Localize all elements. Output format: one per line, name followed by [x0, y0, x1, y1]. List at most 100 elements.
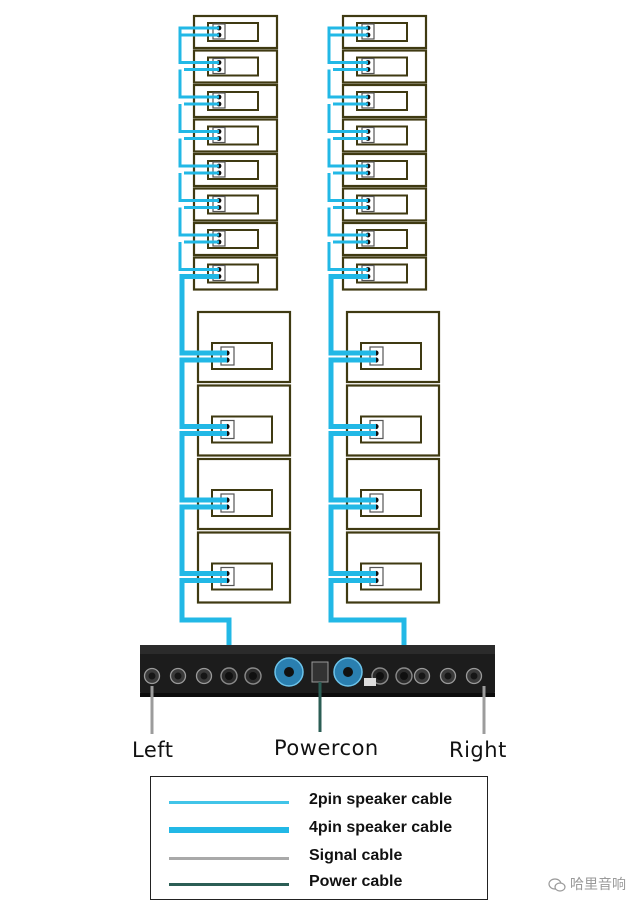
- cabinet-outline: [196, 457, 292, 531]
- left-large-cabinet: [196, 531, 292, 604]
- cabinet-outline: [341, 256, 428, 291]
- left-4pin-chain: [179, 274, 227, 611]
- powercon-inlet: [311, 661, 329, 683]
- cabinet-panel: [356, 263, 408, 284]
- xlr-connector-core: [444, 672, 452, 680]
- cabinet-outline: [345, 531, 441, 604]
- cabinet-panel: [207, 22, 259, 42]
- watermark-text: 哈里音响: [570, 877, 626, 893]
- left-small-cabinet: [192, 118, 279, 153]
- xlr-connector-core: [174, 672, 182, 680]
- cabinet-panel: [207, 56, 259, 77]
- speakon-output-core: [400, 672, 408, 680]
- speakon-output-core: [225, 672, 233, 680]
- cabinet-outline: [192, 83, 279, 119]
- cabinet-panel: [207, 229, 259, 249]
- cabinet-outline: [196, 384, 292, 457]
- label-pointer-lines: [150, 682, 486, 734]
- cabinet-outline: [341, 83, 428, 119]
- cabinet-panel: [360, 562, 422, 591]
- cooling-fan-hub: [284, 667, 294, 677]
- legend-label-power: Power cable: [309, 873, 403, 890]
- wechat-icon: [548, 878, 566, 892]
- legend-item-power: Power cable: [151, 871, 487, 897]
- cabinet-outline: [192, 221, 279, 257]
- speakon-output-core: [249, 672, 257, 680]
- legend-swatch-2pin: [169, 801, 289, 804]
- left-small-cabinet: [192, 83, 279, 119]
- powercon-label: Powercon: [274, 736, 379, 760]
- cabinet-outline: [341, 118, 428, 153]
- legend-swatch-signal: [169, 857, 289, 860]
- speakon-output-core: [376, 672, 384, 680]
- cabinet-panel: [211, 342, 273, 370]
- cabinet-panel: [360, 342, 422, 370]
- right-small-cabinet: [341, 118, 428, 153]
- left-small-cabinet: [192, 221, 279, 257]
- cabinet-outline: [192, 187, 279, 222]
- cabinet-panel: [360, 489, 422, 517]
- legend-label-4pin: 4pin speaker cable: [309, 819, 453, 836]
- cabinet-outline: [192, 256, 279, 291]
- legend-label-2pin: 2pin speaker cable: [309, 791, 453, 808]
- cabinet-outline: [345, 310, 441, 384]
- cabinet-outline: [341, 49, 428, 84]
- cabinet-outline: [196, 531, 292, 604]
- right-4pin-chain: [328, 274, 376, 611]
- xlr-connector-core: [200, 672, 208, 680]
- right-large-cabinet: [345, 310, 441, 384]
- right-small-cabinet: [341, 49, 428, 84]
- legend-swatch-4pin: [169, 827, 289, 833]
- legend-swatch-power: [169, 883, 289, 886]
- speaker-cables: [178, 26, 407, 676]
- legend-item-2pin: 2pin speaker cable: [151, 789, 487, 815]
- right-small-cabinet: [341, 152, 428, 188]
- xlr-connector-core: [470, 672, 478, 680]
- left-small-cabinet: [192, 187, 279, 222]
- left-2pin-chain: [178, 26, 219, 278]
- right-small-cabinet: [341, 256, 428, 291]
- watermark: 哈里音响: [548, 874, 626, 894]
- right-large-cabinet: [345, 457, 441, 531]
- left-speaker-array: [192, 14, 292, 604]
- right-label: Right: [449, 738, 507, 762]
- right-small-cabinet: [341, 14, 428, 50]
- left-small-cabinet: [192, 49, 279, 84]
- legend-label-signal: Signal cable: [309, 847, 403, 864]
- left-small-cabinet: [192, 152, 279, 188]
- legend: 2pin speaker cable 4pin speaker cable Si…: [150, 776, 488, 900]
- cabinet-outline: [345, 384, 441, 457]
- amp-top-lip: [140, 645, 495, 654]
- panel-sticker: [364, 678, 376, 686]
- amp-bottom-edge: [140, 693, 495, 697]
- left-large-cabinet: [196, 310, 292, 384]
- cabinet-outline: [345, 457, 441, 531]
- right-small-cabinet: [341, 221, 428, 257]
- cabinet-outline: [341, 14, 428, 50]
- cabinet-panel: [211, 489, 273, 517]
- left-small-cabinet: [192, 256, 279, 291]
- legend-item-4pin: 4pin speaker cable: [151, 817, 487, 843]
- cabinet-outline: [341, 152, 428, 188]
- amplifier-rear-panel: [140, 645, 495, 697]
- cabinet-outline: [192, 14, 279, 50]
- cabinet-panel: [360, 415, 422, 444]
- right-large-cabinet: [345, 531, 441, 604]
- cabinet-outline: [192, 118, 279, 153]
- cabinet-panel: [356, 160, 408, 180]
- cabinet-panel: [207, 194, 259, 215]
- cabinet-outline: [192, 152, 279, 188]
- right-small-cabinet: [341, 187, 428, 222]
- left-large-cabinet: [196, 457, 292, 531]
- cabinet-panel: [207, 160, 259, 180]
- cabinet-panel: [356, 125, 408, 146]
- cabinet-outline: [196, 310, 292, 384]
- cabinet-panel: [207, 263, 259, 284]
- cabinet-panel: [356, 91, 408, 111]
- cabinet-panel: [356, 194, 408, 215]
- cooling-fan-hub: [343, 667, 353, 677]
- right-2pin-chain: [327, 26, 368, 278]
- cabinet-panel: [207, 91, 259, 111]
- legend-item-signal: Signal cable: [151, 845, 487, 871]
